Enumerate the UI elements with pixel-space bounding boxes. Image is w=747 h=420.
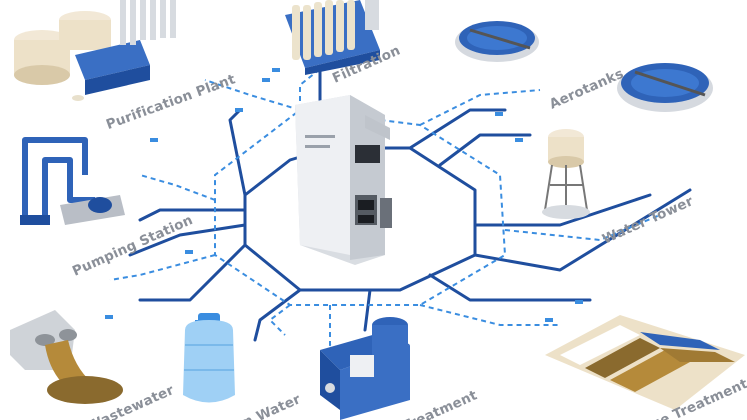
node-marker [262, 78, 270, 82]
link-aerotanks [408, 108, 507, 150]
dash-aerotanks [419, 89, 541, 126]
sewage-basin-icon [545, 315, 745, 410]
water-tower-icon [542, 129, 590, 219]
link-sewage [428, 273, 592, 302]
link-clean-water [253, 288, 302, 342]
node-marker [272, 68, 280, 72]
dash-treatment [329, 305, 346, 351]
treatment-unit-icon [320, 317, 410, 420]
dash-pumping [139, 174, 216, 201]
node-marker [575, 300, 583, 304]
node-marker [185, 250, 193, 254]
purification-plant-icon [14, 0, 176, 101]
hex-ring-solid [243, 146, 477, 292]
dash-sewage [419, 304, 560, 326]
water-bottle-icon [183, 313, 235, 403]
hex-ring-dashed [214, 109, 507, 306]
link-water-tower-2 [473, 188, 692, 272]
node-marker [150, 138, 158, 142]
aerotank-icon [455, 21, 713, 112]
wastewater-outlet-icon [10, 310, 123, 404]
gateway-device-icon [295, 95, 392, 265]
pumping-station-icon [20, 137, 125, 225]
link-purification [228, 108, 247, 197]
link-pumping [138, 208, 247, 222]
link-wastewater [138, 243, 247, 302]
dash-wastewater [109, 254, 216, 281]
node-marker [105, 315, 113, 319]
dash-clean-water [268, 304, 291, 336]
dash-water-tower [504, 214, 661, 242]
node-marker [545, 318, 553, 322]
link-pumping-2 [128, 223, 247, 257]
logo-area [560, 0, 747, 10]
link-treatment [363, 288, 372, 332]
link-aerotanks-2 [438, 133, 532, 167]
node-marker [495, 112, 503, 116]
node-marker [235, 108, 243, 112]
filtration-icon [285, 0, 380, 75]
dash-purification [204, 79, 301, 111]
node-marker [515, 138, 523, 142]
